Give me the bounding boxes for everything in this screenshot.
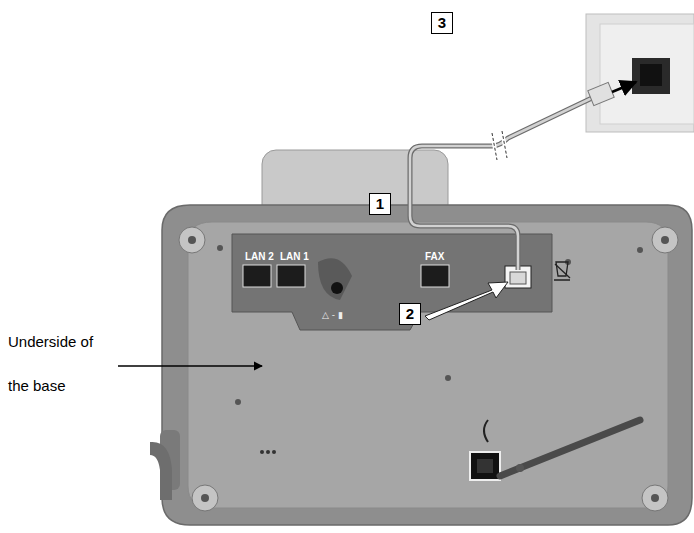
- base-body: [150, 205, 692, 525]
- plug-arrow: [612, 82, 636, 92]
- insert-arrow: [425, 282, 508, 320]
- port-label: FAX: [425, 251, 444, 262]
- callout-number: 1: [369, 193, 391, 215]
- port-label: LAN 2: [245, 251, 274, 262]
- svg-text:△ - ▮: △ - ▮: [322, 310, 343, 320]
- port-label: LAN 1: [280, 251, 309, 262]
- part-caption: Underside of the base: [8, 320, 104, 408]
- callout-number: 2: [399, 303, 421, 325]
- phone-cable: [410, 82, 614, 270]
- screw-heads: [188, 236, 669, 502]
- handset-jack: [260, 420, 640, 480]
- pointer-arrow: [118, 365, 262, 366]
- feet: [179, 227, 678, 511]
- wall-socket: [586, 14, 694, 132]
- callout-number: 3: [431, 12, 453, 34]
